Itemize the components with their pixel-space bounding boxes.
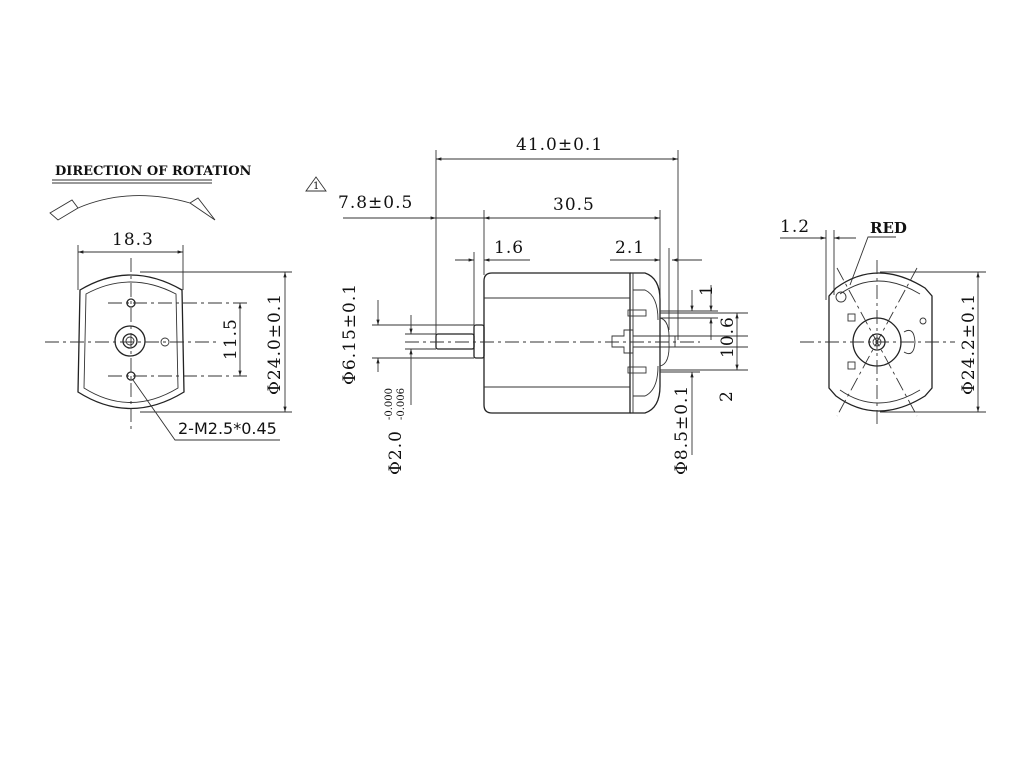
boss-length: 1.6 [494,238,524,258]
shaft-tol-lower: -0.006 [396,388,407,420]
terminal [627,366,647,374]
diameter-dim: Φ24.2±0.1 [959,293,979,395]
red-marker [835,291,847,303]
rear-plate-outline [828,272,933,412]
terminal-width: 1 [697,284,717,296]
end-plate-inner [83,281,179,403]
body-length: 30.5 [553,195,595,215]
thread-leader [132,379,280,441]
rear-bushing [611,329,676,354]
vent-hole [160,337,170,347]
polarity-label: RED [870,219,907,237]
rear-length: 2.1 [615,238,645,258]
thread-note: 2-M2.5*0.45 [178,419,277,438]
brush-holder [633,365,659,397]
terminal-thickness: 1.2 [780,217,810,237]
vent-hole [919,317,927,325]
end-plate-outline [77,274,185,410]
front-boss [473,324,485,359]
rotation-arrow-icon [49,195,216,221]
shaft-inner [125,336,135,346]
boss-diameter: Φ6.15±0.1 [340,283,360,385]
overall-length: 41.0±0.1 [516,135,603,155]
width-dim: 18.3 [112,230,154,250]
warning-number: 1 [313,181,319,192]
rear-boss-diameter: Φ8.5±0.1 [672,385,692,475]
motor-body [483,272,631,414]
shaft-diameter: Φ2.0 [386,430,406,475]
rotation-label: DIRECTION OF ROTATION [55,164,252,179]
terminal [627,309,647,317]
oil-pad [903,329,916,355]
hole-spacing-dim: 11.5 [221,318,241,360]
shaft-circle [122,333,138,349]
shaft-tol-upper: -0.000 [384,388,395,420]
warning-triangle-icon: 1 [305,176,327,192]
shaft [435,333,475,350]
terminal-spacing: 10.6 [718,316,738,358]
rear-view: 1.2 RED Φ24.2±0.1 [780,217,986,428]
terminal-slot [847,361,856,370]
rear-plate-inner [839,389,921,404]
terminal-slot [847,313,856,322]
bearing-boss [114,325,146,357]
end-cap [630,272,661,414]
red-leader [849,236,896,286]
front-view: DIRECTION OF ROTATION 18.3 11.5 Φ24.0±0.… [45,164,292,441]
side-view: 1 41.0±0.1 7.8±0.5 30.5 1.6 2.1 [305,135,748,475]
terminal-offset: 2 [717,390,737,402]
diameter-dim: Φ24.0±0.1 [265,293,285,395]
rear-plate-inner [839,280,921,295]
shaft-length: 7.8±0.5 [338,193,413,213]
diagonal-centerline [836,267,918,417]
brush-holder [633,289,659,321]
